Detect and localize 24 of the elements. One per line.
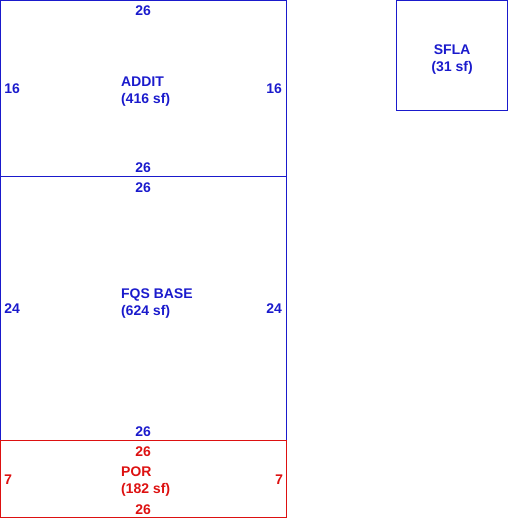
room-area: (31 sf) bbox=[397, 58, 507, 75]
dimension-label: 7 bbox=[4, 471, 12, 487]
dimension-label: 26 bbox=[135, 423, 151, 439]
room-outline bbox=[396, 0, 508, 111]
dimension-label: 16 bbox=[266, 80, 282, 96]
dimension-label: 24 bbox=[266, 300, 282, 316]
dimension-label: 26 bbox=[135, 2, 151, 18]
room-area: (416 sf) bbox=[121, 90, 170, 107]
room-outline bbox=[0, 176, 287, 441]
room-name: POR bbox=[121, 463, 152, 480]
room-name: SFLA bbox=[432, 41, 472, 58]
room-name: FQS BASE bbox=[121, 285, 193, 302]
dimension-label: 26 bbox=[135, 501, 151, 517]
room-area: (624 sf) bbox=[121, 302, 170, 319]
dimension-label: 16 bbox=[4, 80, 20, 96]
dimension-label: 24 bbox=[4, 300, 20, 316]
room-name: ADDIT bbox=[121, 73, 164, 90]
dimension-label: 26 bbox=[135, 443, 151, 459]
dimension-label: 26 bbox=[135, 159, 151, 175]
room-outline bbox=[0, 0, 287, 177]
dimension-label: 7 bbox=[275, 471, 283, 487]
dimension-label: 26 bbox=[135, 179, 151, 195]
room-outline bbox=[0, 440, 287, 518]
room-area: (182 sf) bbox=[121, 480, 170, 497]
